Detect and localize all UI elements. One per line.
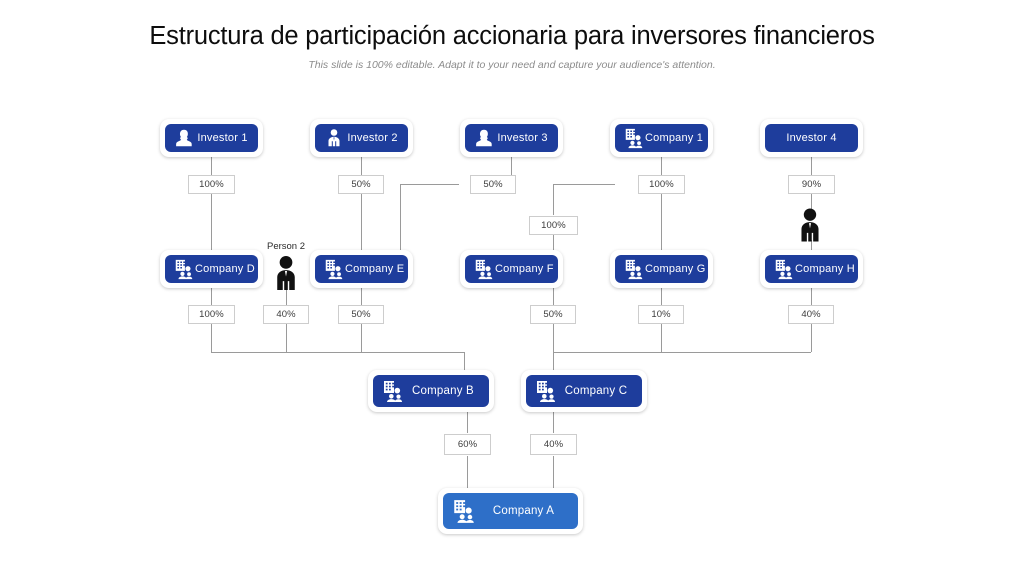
- building-people-icon: [775, 259, 793, 280]
- node-investor-3[interactable]: Investor 3: [460, 119, 563, 157]
- node-label: Company E: [345, 263, 405, 275]
- node-label: Investor 1: [197, 132, 248, 144]
- node-company-1[interactable]: Company 1: [610, 119, 713, 157]
- person-silhouette-icon: [801, 208, 819, 242]
- connector-companyc-chip: [553, 412, 554, 433]
- bus-c-drop-h: [811, 324, 812, 352]
- connector-inv3-right-h: [563, 184, 615, 185]
- pct-companyd-to-companyb: 100%: [188, 305, 235, 324]
- connector-inv4-chip: [811, 156, 812, 175]
- connector-chip-companya-right: [553, 456, 554, 488]
- node-company-d[interactable]: Company D: [160, 250, 263, 288]
- person-female-icon: [476, 129, 492, 147]
- connector-companyh-chip: [811, 288, 812, 305]
- connector-companyg-chip: [661, 288, 662, 305]
- connector-inv3-left-h: [400, 184, 459, 185]
- person-suit-icon: [328, 129, 340, 147]
- node-company-h[interactable]: Company H: [760, 250, 863, 288]
- connector-chip-companya-left: [467, 456, 468, 488]
- node-label: Investor 4: [786, 132, 837, 144]
- page-subtitle: This slide is 100% editable. Adapt it to…: [308, 59, 716, 71]
- connector-chip-companye: [361, 194, 362, 250]
- node-company-g[interactable]: Company G: [610, 250, 713, 288]
- node-investor-1[interactable]: Investor 1: [160, 119, 263, 157]
- node-company-f[interactable]: Company F: [460, 250, 563, 288]
- bus-b-horizontal: [211, 352, 464, 353]
- node-company-c[interactable]: Company C: [521, 370, 647, 412]
- node-label: Company A: [492, 505, 555, 517]
- connector-person2-chip: [286, 288, 287, 305]
- connector-co1-chip: [661, 156, 662, 175]
- pct-person2-to-companyb: 40%: [263, 305, 309, 324]
- bus-c-riser: [553, 352, 554, 370]
- building-people-icon: [475, 259, 493, 280]
- building-people-icon: [454, 500, 474, 523]
- building-people-icon: [625, 259, 643, 280]
- bus-c-drop-g: [661, 324, 662, 352]
- node-label: Company G: [645, 263, 706, 275]
- pct-companyg-to-companyc: 10%: [638, 305, 684, 324]
- connector-chip-companyd: [211, 194, 212, 250]
- building-people-icon: [537, 381, 555, 402]
- connector-inv3-right-v: [553, 184, 554, 215]
- node-company-b[interactable]: Company B: [368, 370, 494, 412]
- connector-inv2-chip: [361, 156, 362, 175]
- node-label: Company F: [495, 263, 554, 275]
- building-people-icon: [175, 259, 193, 280]
- pct-companye-to-companyb: 50%: [338, 305, 384, 324]
- connector-chip-companyg: [661, 194, 662, 250]
- bus-b-drop-d: [211, 324, 212, 352]
- node-label: Company C: [564, 385, 628, 397]
- building-people-icon: [325, 259, 343, 280]
- node-label: Company H: [795, 263, 855, 275]
- building-people-icon: [384, 381, 402, 402]
- pct-inv1-to-companyd: 100%: [188, 175, 235, 194]
- pct-inv2-to-companye: 50%: [338, 175, 384, 194]
- pct-companyc-to-companya: 40%: [530, 434, 577, 455]
- connector-inv1-chip: [211, 156, 212, 175]
- connector-inv3-right-h2: [553, 184, 563, 185]
- node-investor-4[interactable]: Investor 4: [760, 119, 863, 157]
- node-label: Investor 2: [347, 132, 398, 144]
- connector-chip-companyf: [553, 235, 554, 250]
- node-label: Company 1: [645, 132, 704, 144]
- person-2-caption: Person 2: [266, 241, 306, 252]
- node-label: Investor 3: [497, 132, 548, 144]
- node-label: Company B: [412, 385, 474, 397]
- pct-inv3-split: 50%: [470, 175, 516, 194]
- connector-companyd-chip: [211, 288, 212, 305]
- node-company-e[interactable]: Company E: [310, 250, 413, 288]
- node-label: Company D: [195, 263, 255, 275]
- connector-companyf-chip: [553, 288, 554, 305]
- pct-companyf-to-companyc: 50%: [530, 305, 576, 324]
- node-company-a[interactable]: Company A: [438, 488, 583, 534]
- connector-companye-chip: [361, 288, 362, 305]
- connector-inv3-left-v: [400, 184, 401, 250]
- bus-b-drop-e: [361, 324, 362, 352]
- pct-inv3-to-companyf: 100%: [529, 216, 578, 235]
- bus-b-drop-p2: [286, 324, 287, 352]
- connector-companyb-chip: [467, 412, 468, 433]
- bus-c-drop-f: [553, 324, 554, 352]
- person-female-icon: [176, 129, 192, 147]
- pct-inv4-to-companyh: 90%: [788, 175, 835, 194]
- node-investor-2[interactable]: Investor 2: [310, 119, 413, 157]
- connector-inv3-chip: [511, 156, 512, 175]
- pct-company1-to-companyg: 100%: [638, 175, 685, 194]
- page-title: Estructura de participación accionaria p…: [149, 22, 875, 50]
- person-silhouette-icon: [277, 256, 295, 290]
- pct-companyb-to-companya: 60%: [444, 434, 491, 455]
- pct-companyh-to-companyc: 40%: [788, 305, 834, 324]
- bus-c-horizontal: [553, 352, 811, 353]
- connector-chip-person3: [811, 194, 812, 212]
- connector-person3-companyh: [811, 240, 812, 250]
- bus-b-riser: [464, 352, 465, 370]
- building-people-icon: [625, 128, 643, 149]
